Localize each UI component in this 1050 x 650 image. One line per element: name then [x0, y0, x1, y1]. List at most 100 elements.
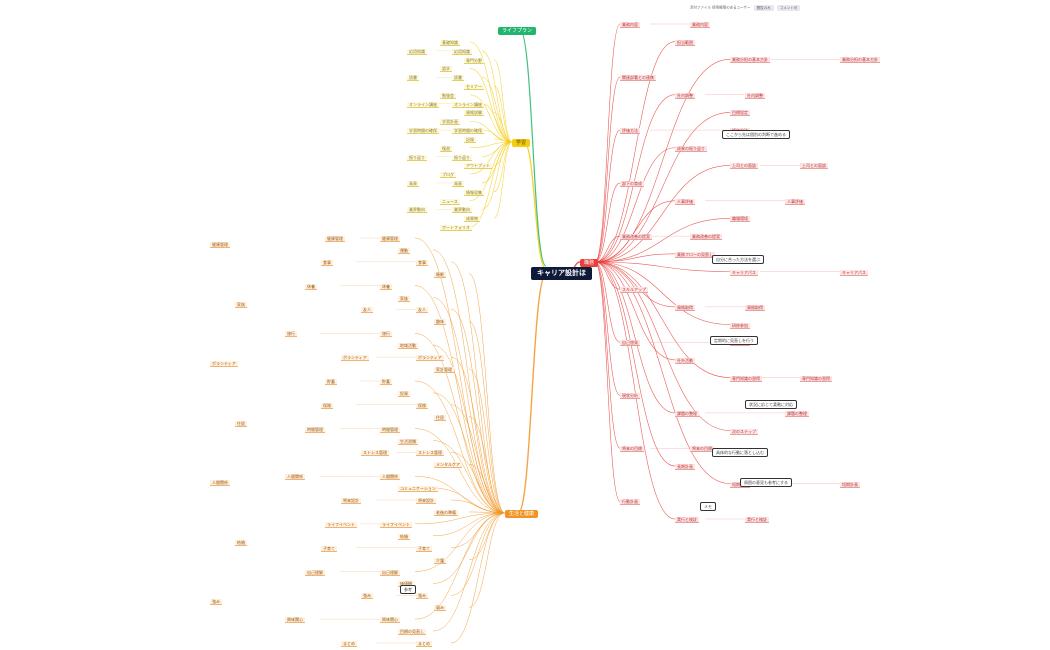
leaf-node[interactable]: まとめ [416, 641, 432, 647]
leaf-node[interactable]: 語学 [440, 66, 452, 73]
leaf-node[interactable]: 時間管理 [305, 426, 325, 433]
leaf-node[interactable]: スキルアップ [620, 287, 648, 294]
leaf-node[interactable]: 業務改善の提案 [690, 234, 722, 241]
leaf-node[interactable]: 次のステップ [730, 428, 758, 435]
share-tag[interactable]: コメント可 [776, 5, 801, 11]
leaf-node[interactable]: 友人 [361, 307, 373, 314]
leaf-node[interactable]: 家族 [398, 295, 410, 302]
leaf-node[interactable]: 上司との面談 [730, 163, 758, 170]
leaf-node[interactable]: 応用知識 [452, 48, 472, 55]
leaf-node[interactable]: ポートフォリオ [440, 225, 472, 231]
leaf-node[interactable]: キャリアパス [730, 269, 758, 276]
leaf-node[interactable]: 目標の見直し [398, 629, 426, 636]
root-node[interactable]: キャリア設計ほ [531, 267, 592, 280]
leaf-node[interactable]: 社内調整 [745, 92, 765, 99]
leaf-node[interactable]: 将来の目標 [690, 446, 714, 453]
leaf-node[interactable]: 目標設定 [730, 110, 750, 117]
leaf-node[interactable]: 強み [416, 593, 428, 600]
leaf-node[interactable]: 学習時間の確保 [407, 128, 439, 135]
leaf-node[interactable]: 休養 [380, 283, 392, 290]
leaf-node[interactable]: 学習計画 [440, 119, 460, 126]
note-box[interactable]: 自分に合った方法を選ぶ [712, 255, 764, 264]
leaf-node[interactable]: 子育て [321, 545, 337, 552]
leaf-node[interactable]: 社内調整 [675, 92, 695, 99]
leaf-node[interactable]: 振り返り [452, 154, 472, 161]
leaf-node[interactable]: 健康管理 [325, 236, 345, 242]
leaf-node[interactable]: 貯蓄 [325, 378, 337, 385]
leaf-node[interactable]: 保険 [321, 402, 333, 409]
leaf-node[interactable]: 人間関係 [380, 474, 400, 481]
branch-node-orange[interactable]: 生活と健康 [505, 510, 539, 518]
note-box[interactable]: 状況に応じて柔軟に対応 [745, 400, 797, 409]
leaf-node[interactable]: オンライン講座 [407, 101, 439, 108]
leaf-node[interactable]: 生活習慣 [398, 438, 418, 445]
note-box[interactable]: 周囲の意見も参考にする [740, 478, 793, 487]
leaf-node[interactable]: 運動 [398, 247, 410, 254]
leaf-node[interactable]: ストレス管理 [361, 450, 389, 457]
leaf-node[interactable]: 振り返り [407, 154, 427, 161]
leaf-node[interactable]: ライフイベント [325, 521, 357, 528]
leaf-node[interactable]: 時間管理 [380, 426, 400, 433]
leaf-node[interactable]: 部下の育成 [620, 181, 644, 188]
leaf-node[interactable]: 読書 [407, 75, 419, 82]
leaf-node[interactable]: 将来の目標 [620, 446, 644, 453]
leaf-node[interactable]: 学習時間の確保 [452, 128, 484, 135]
leaf-node[interactable]: 業務フローの見直し [675, 251, 715, 258]
leaf-node[interactable]: ボランティア [210, 361, 238, 368]
leaf-node[interactable]: 課題の整理 [675, 410, 699, 417]
branch-node-red[interactable]: 職務 [580, 259, 599, 267]
note-box[interactable]: 定期的に見直しを行う [710, 336, 758, 345]
leaf-node[interactable]: メンタルケア [434, 462, 462, 469]
leaf-node[interactable]: ボランティア [416, 355, 444, 362]
leaf-node[interactable]: 自己理解 [380, 569, 400, 576]
leaf-node[interactable]: 読書 [452, 75, 464, 82]
leaf-node[interactable]: ボランティア [341, 355, 369, 362]
leaf-node[interactable]: 記録 [464, 136, 476, 143]
leaf-node[interactable]: 社外活動 [675, 357, 695, 364]
leaf-node[interactable]: 強み [361, 593, 373, 600]
branch-node-yellow[interactable]: 学習 [512, 139, 531, 147]
leaf-node[interactable]: 旅行 [285, 331, 297, 338]
leaf-node[interactable]: 資格取得 [745, 304, 765, 311]
leaf-node[interactable]: 自己理解 [305, 569, 325, 576]
leaf-node[interactable]: 業務改善の提案 [620, 234, 652, 241]
leaf-node[interactable]: 専門知識の習得 [800, 375, 832, 382]
leaf-node[interactable]: 強み [210, 599, 222, 606]
leaf-node[interactable]: 長期計画 [675, 463, 695, 470]
leaf-node[interactable]: 応用知識 [407, 48, 427, 55]
leaf-node[interactable]: 家族 [235, 301, 247, 308]
leaf-node[interactable]: 睡眠 [434, 271, 446, 278]
leaf-node[interactable]: 専門知識の習得 [730, 375, 762, 382]
leaf-node[interactable]: 発表 [407, 180, 419, 187]
leaf-node[interactable]: 保険 [416, 402, 428, 409]
note-box[interactable]: 具体的な行動に落とし込む [712, 448, 768, 457]
leaf-node[interactable]: 将来設計 [341, 498, 361, 505]
leaf-node[interactable]: 休養 [305, 283, 317, 290]
leaf-node[interactable]: 基礎知識 [440, 40, 460, 46]
leaf-node[interactable]: ニュース [440, 198, 460, 205]
leaf-node[interactable]: 子育て [416, 545, 432, 552]
leaf-node[interactable]: 短期計画 [840, 481, 860, 488]
leaf-node[interactable]: 老後の準備 [434, 509, 458, 516]
leaf-node[interactable]: 業界動向 [452, 207, 472, 214]
leaf-node[interactable]: 上司との面談 [800, 163, 828, 170]
leaf-node[interactable]: 情報収集 [464, 189, 484, 196]
leaf-node[interactable]: 資格試験 [464, 110, 484, 117]
leaf-node[interactable]: 人間関係 [285, 474, 305, 481]
leaf-node[interactable]: オンライン講座 [452, 101, 484, 108]
leaf-node[interactable]: 発表 [452, 180, 464, 187]
leaf-node[interactable]: 住居 [434, 414, 446, 421]
leaf-node[interactable]: 復習 [440, 145, 452, 152]
leaf-node[interactable]: 自己啓発 [620, 340, 640, 347]
leaf-node[interactable]: 住居 [235, 420, 247, 427]
branch-node-green[interactable]: ライフプラン [498, 27, 537, 35]
leaf-node[interactable]: キャリアパス [840, 269, 868, 276]
leaf-node[interactable]: 旅行 [380, 331, 392, 338]
leaf-node[interactable]: 健康管理 [380, 236, 400, 242]
leaf-node[interactable]: コミュニケーション [398, 486, 438, 493]
leaf-node[interactable]: 結婚 [235, 539, 247, 546]
leaf-node[interactable]: 食事 [416, 259, 428, 266]
leaf-node[interactable]: 貯蓄 [380, 378, 392, 385]
leaf-node[interactable]: 成果物 [464, 216, 480, 223]
leaf-node[interactable]: 家計管理 [434, 367, 454, 374]
